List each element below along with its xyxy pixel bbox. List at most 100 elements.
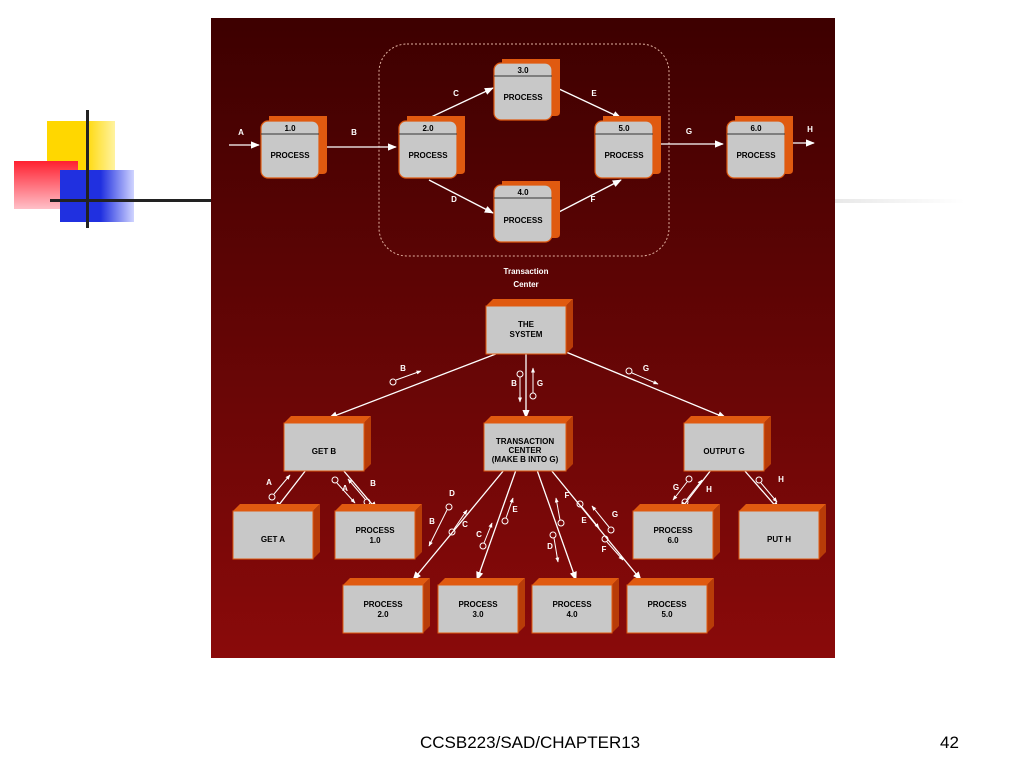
module-get-b: GET B <box>283 416 371 472</box>
couple-e-tc-p5-label: E <box>581 516 587 525</box>
couple-b-system-getb <box>389 370 422 386</box>
module-process-5-number: 5.0 <box>661 610 673 619</box>
couple-b-p2-tc-label: B <box>429 517 435 526</box>
module-process-1-label: PROCESS <box>355 526 395 535</box>
dfd-process-2-label: PROCESS <box>408 151 448 160</box>
flow-f-line <box>556 179 622 214</box>
couple-g-outputg-p6 <box>672 475 693 501</box>
module-process-6: PROCESS 6.0 <box>632 504 720 560</box>
dfd-process-5-label: PROCESS <box>604 151 644 160</box>
couple-h-outputg-puth-label: H <box>778 475 784 484</box>
dfd-process-4-label: PROCESS <box>503 216 543 225</box>
flow-h-label: H <box>807 125 813 134</box>
dfd-process-6-label: PROCESS <box>736 151 776 160</box>
dfd-process-6: 6.0 PROCESS <box>726 116 793 179</box>
module-process-3: PROCESS 3.0 <box>437 578 525 634</box>
couple-g-tc-system <box>529 367 537 400</box>
blue-square-decoration <box>60 170 134 222</box>
module-process-6-number: 6.0 <box>667 536 679 545</box>
module-process-3-number: 3.0 <box>472 610 484 619</box>
couple-b-system-getb-label: B <box>400 364 406 373</box>
couple-d-tc-p4 <box>549 531 560 563</box>
couple-h-outputg-puth <box>755 476 778 503</box>
couple-c-tc-p3-label: C <box>476 530 482 539</box>
couple-g-tc-system-label: G <box>537 379 543 388</box>
sc-line-getb-p1 <box>342 469 378 511</box>
transaction-center-boundary <box>378 43 670 257</box>
module-output-g: OUTPUT G <box>683 416 771 472</box>
module-put-h-label: PUT H <box>767 535 791 544</box>
sc-line-outputg-puth <box>743 469 780 511</box>
module-process-4-number: 4.0 <box>566 610 578 619</box>
horizontal-line-decoration <box>50 199 212 202</box>
module-process-1-number: 1.0 <box>369 536 381 545</box>
module-the-system-line2: SYSTEM <box>510 330 543 339</box>
module-transaction-center-line2: CENTER <box>509 446 542 455</box>
couple-b-system-tc-label: B <box>511 379 517 388</box>
vertical-line-decoration <box>86 110 89 228</box>
module-process-1: PROCESS 1.0 <box>334 504 422 560</box>
dfd-process-2: 2.0 PROCESS <box>398 116 465 179</box>
sc-line-outputg-p6 <box>679 469 712 511</box>
couple-c-p2-tc-label: C <box>462 520 468 529</box>
couple-a-geta-getb <box>268 474 291 501</box>
module-the-system-line1: THE <box>518 320 535 329</box>
flow-g-label: G <box>686 127 692 136</box>
slide-page-number: 42 <box>940 733 959 752</box>
couple-e-tc-p5 <box>576 500 600 529</box>
module-the-system: THE SYSTEM <box>485 299 573 355</box>
module-transaction-center-line1: TRANSACTION <box>496 437 554 446</box>
couple-a-geta-getb-label: A <box>266 478 272 487</box>
dfd-process-5-number: 5.0 <box>618 124 630 133</box>
couple-g-system-outputg-label: G <box>643 364 649 373</box>
module-put-h: PUT H <box>738 504 826 560</box>
flow-d-line <box>428 179 494 214</box>
couple-g-p5-tc <box>591 505 615 534</box>
module-transaction-center: TRANSACTION CENTER (MAKE B INTO G) <box>483 416 573 472</box>
couple-b-system-tc <box>516 370 524 403</box>
flow-d-label: D <box>451 195 457 204</box>
flow-b-label: B <box>351 128 357 137</box>
flow-c-line <box>428 87 494 119</box>
module-process-2-number: 2.0 <box>377 610 389 619</box>
transaction-center-caption-line1: Transaction <box>504 267 549 276</box>
couple-b-p1-getb-label: B <box>370 479 376 488</box>
couple-a-getb-p1-label: A <box>342 484 348 493</box>
flow-e-line <box>556 87 622 119</box>
couple-f-p4-tc-label: F <box>565 491 570 500</box>
flow-c-label: C <box>453 89 459 98</box>
module-get-a: GET A <box>232 504 320 560</box>
dfd-process-1-label: PROCESS <box>270 151 310 160</box>
footer-course-code: CCSB223/SAD/CHAPTER13 <box>420 733 641 752</box>
module-process-6-label: PROCESS <box>653 526 693 535</box>
module-process-2: PROCESS 2.0 <box>342 578 430 634</box>
module-output-g-label: OUTPUT G <box>703 447 744 456</box>
dfd-process-1: 1.0 PROCESS <box>260 116 327 179</box>
couple-e-p3-tc-label: E <box>512 505 518 514</box>
dfd-process-6-number: 6.0 <box>750 124 762 133</box>
module-get-a-label: GET A <box>261 535 285 544</box>
couple-g-p5-tc-label: G <box>612 510 618 519</box>
dfd-process-1-number: 1.0 <box>284 124 296 133</box>
couple-d-tc-p2-label: D <box>449 489 455 498</box>
dfd-process-3-number: 3.0 <box>517 66 529 75</box>
flow-e-label: E <box>591 89 597 98</box>
transaction-center-caption-line2: Center <box>513 280 538 289</box>
dfd-process-2-number: 2.0 <box>422 124 434 133</box>
couple-f-tc-p5-label: F <box>602 545 607 554</box>
sc-line-tc-p4 <box>536 469 577 581</box>
couple-e-p3-tc <box>501 497 514 525</box>
couple-c-tc-p3 <box>479 522 493 550</box>
sc-line-tc-p3 <box>476 469 517 581</box>
couple-b-p2-tc <box>448 509 468 536</box>
flow-f-label: F <box>591 195 596 204</box>
couple-h-p6-outputg-label: H <box>706 485 712 494</box>
dfd-process-3-label: PROCESS <box>503 93 543 102</box>
couple-d-tc-p4-label: D <box>547 542 553 551</box>
couple-f-p4-tc <box>554 497 565 527</box>
module-process-2-label: PROCESS <box>363 600 403 609</box>
sc-line-system-outputg <box>565 351 727 419</box>
module-transaction-center-line3: (MAKE B INTO G) <box>492 455 559 464</box>
dfd-process-5: 5.0 PROCESS <box>594 116 661 179</box>
couple-f-tc-p5 <box>601 535 624 561</box>
